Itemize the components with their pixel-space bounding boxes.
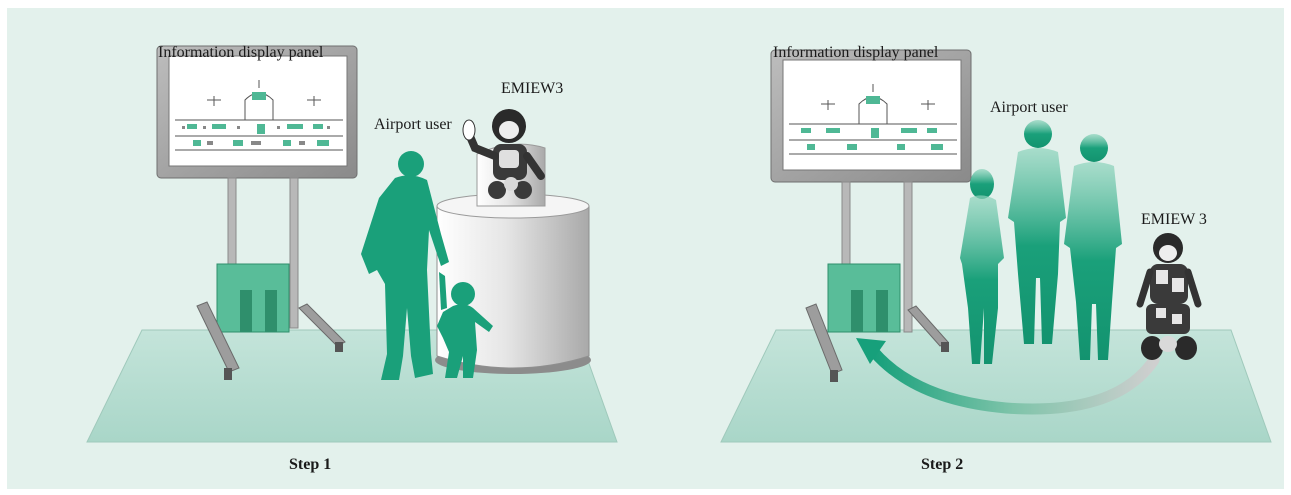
information-display-panel <box>156 45 358 380</box>
step-2-illustration <box>720 49 1272 443</box>
emiew3-robot <box>462 109 545 199</box>
robot-label: EMIEW 3 <box>1141 211 1207 228</box>
airport-user-man-1 <box>1008 120 1066 344</box>
figure-stage: Information display panel Airport user E… <box>7 8 1284 489</box>
airport-user-man-2 <box>1064 134 1122 360</box>
airport-user-child <box>437 272 493 378</box>
robot-label: EMIEW3 <box>501 80 564 97</box>
guidance-arrow <box>868 346 1160 415</box>
airport-user-label: Airport user <box>374 116 452 133</box>
emiew3-robot <box>1136 233 1202 360</box>
information-display-panel <box>770 49 972 382</box>
guidance-arrowhead <box>856 338 886 364</box>
airport-user-woman <box>960 169 1004 364</box>
step-2-caption: Step 2 <box>921 456 964 473</box>
display-label: Information display panel <box>773 44 939 61</box>
airport-user-adult <box>361 151 449 380</box>
step-1-caption: Step 1 <box>289 456 332 473</box>
display-label: Information display panel <box>158 44 324 61</box>
step-1-illustration <box>86 45 618 443</box>
airport-user-label: Airport user <box>990 99 1068 116</box>
